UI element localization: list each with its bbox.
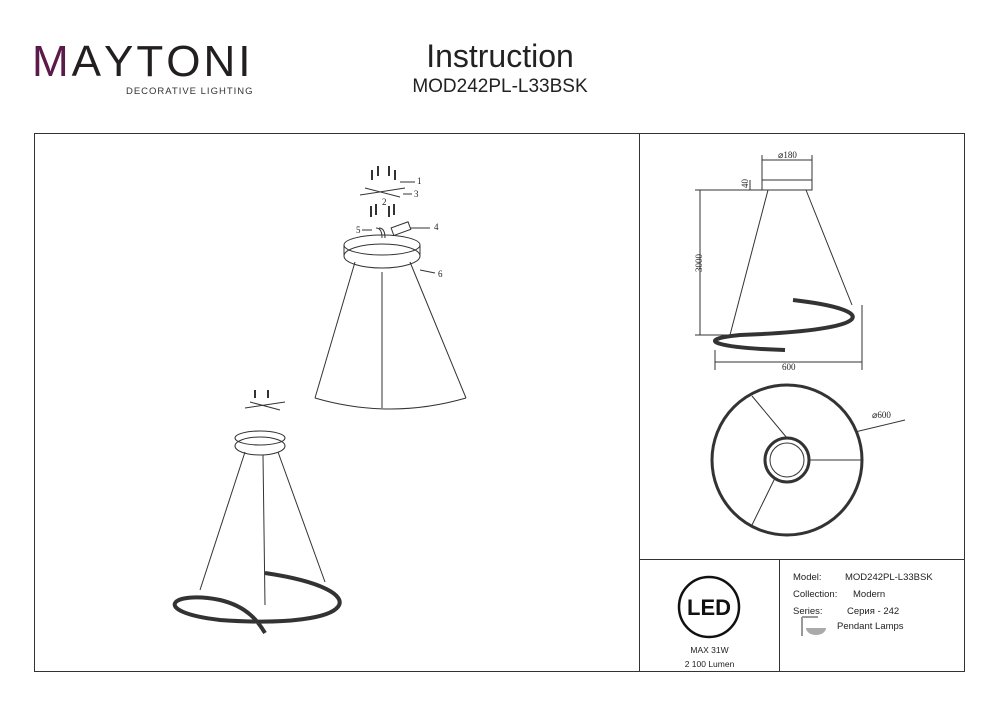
info-collection: Collection: Modern bbox=[793, 589, 885, 600]
label: Collection: bbox=[793, 589, 838, 600]
callout-2: 2 bbox=[382, 197, 387, 207]
logo-wordmark: M A Y T O N I bbox=[32, 40, 254, 84]
logo-letter: O bbox=[166, 37, 204, 86]
logo-letter: N bbox=[203, 37, 239, 86]
page-title: Instruction bbox=[426, 38, 574, 74]
logo-letter: T bbox=[136, 37, 167, 86]
led-icon-text: LED bbox=[687, 595, 731, 620]
info-series: Series: Серия - 242 bbox=[793, 606, 899, 617]
exploded-assembly-view: 1 2 3 4 5 6 bbox=[314, 166, 467, 410]
divider bbox=[639, 559, 965, 560]
logo-letter: Y bbox=[104, 37, 137, 86]
callout-6: 6 bbox=[438, 269, 443, 279]
dim-width: 600 bbox=[782, 362, 796, 372]
dim-cable-length: 3000 bbox=[694, 254, 704, 273]
dim-ring-diameter: ⌀600 bbox=[872, 410, 891, 420]
dim-canopy-height: 40 bbox=[740, 179, 750, 189]
dim-canopy-diameter: ⌀180 bbox=[778, 150, 797, 160]
callout-1: 1 bbox=[417, 176, 422, 186]
pendant-lamp-icon bbox=[801, 616, 826, 636]
drawing-frame bbox=[34, 133, 965, 672]
value: Серия - 242 bbox=[847, 606, 900, 617]
logo-letter: A bbox=[71, 37, 105, 86]
side-view-drawing: ⌀180 40 3000 600 bbox=[694, 150, 863, 372]
led-power: MAX 31W bbox=[690, 645, 729, 655]
logo-tagline: DECORATIVE LIGHTING bbox=[125, 86, 254, 97]
divider bbox=[639, 133, 640, 672]
divider bbox=[779, 559, 780, 672]
led-lumen: 2 100 Lumen bbox=[684, 659, 735, 669]
info-type: Pendant Lamps bbox=[837, 621, 904, 632]
model-title: MOD242PL-L33BSK bbox=[412, 76, 588, 97]
callout-4: 4 bbox=[434, 222, 439, 232]
logo-letter: I bbox=[238, 37, 254, 86]
callout-5: 5 bbox=[356, 225, 361, 235]
top-view-drawing: ⌀600 bbox=[710, 383, 906, 537]
label: Model: bbox=[793, 572, 822, 583]
callout-3: 3 bbox=[414, 189, 419, 199]
value: Modern bbox=[853, 589, 886, 600]
value: MOD242PL-L33BSK bbox=[845, 572, 933, 583]
label: Series: bbox=[793, 606, 823, 617]
info-model: Model: MOD242PL-L33BSK bbox=[793, 572, 933, 583]
brand-logo: M A Y T O N I DECORATIVE LIGHTING bbox=[32, 40, 254, 98]
logo-letter: M bbox=[32, 37, 72, 86]
led-icon: LED bbox=[677, 575, 741, 639]
installed-lamp-view bbox=[172, 390, 342, 635]
